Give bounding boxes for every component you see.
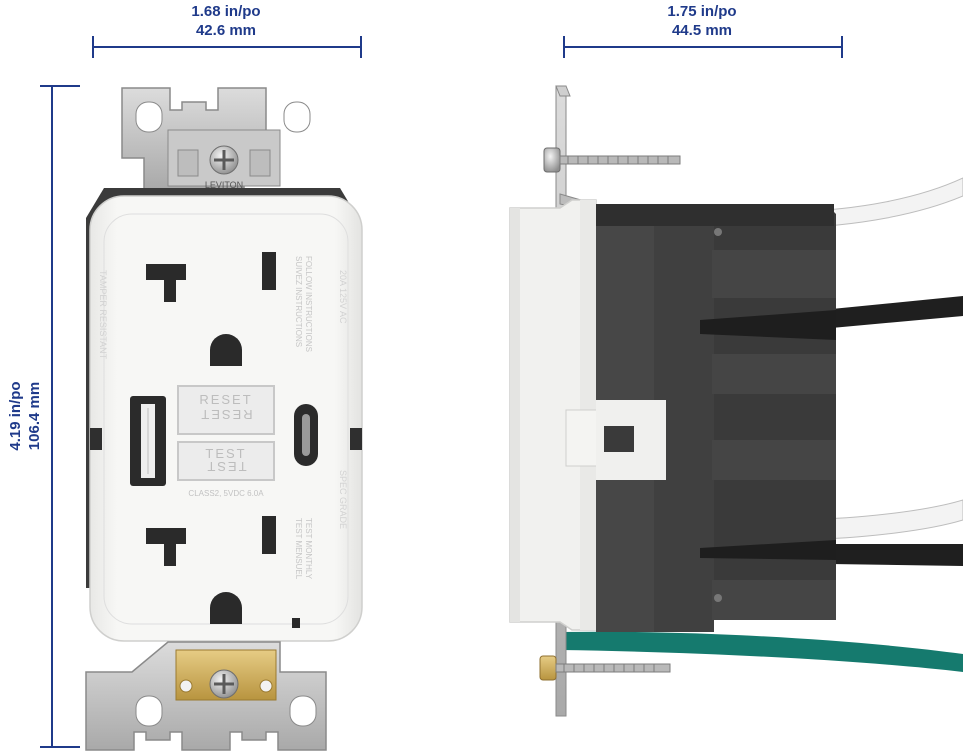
tamper-resistant-marking: TAMPER RESISTANT — [98, 270, 108, 360]
top-mounting-strap: LEVITON — [121, 87, 311, 191]
reset-label-inverted: RESET — [199, 407, 252, 422]
reset-button[interactable] — [177, 385, 275, 435]
side-depth-metric: 44.5 mm — [671, 22, 733, 39]
suivez-instructions-marking: SUIVEZ INSTRUCTIONS — [294, 256, 303, 347]
front-width-tick-right — [360, 36, 362, 58]
reset-button-group: RESET RESET — [177, 385, 275, 435]
front-view: LEVITON — [85, 87, 363, 751]
usb-rating-marking: CLASS2, 5VDC 6.0A — [188, 489, 264, 498]
upper-outlet — [146, 252, 276, 366]
side-view — [509, 85, 963, 717]
side-housing — [596, 204, 836, 632]
brand-marking: LEVITON — [205, 180, 243, 190]
front-width-label: 1.68 in/po 42.6 mm — [176, 2, 276, 40]
test-button[interactable] — [177, 441, 275, 481]
reset-label: RESET — [199, 392, 252, 407]
bottom-mounting-strap — [85, 641, 327, 751]
test-button-group: TEST TEST — [177, 441, 275, 481]
side-top-screw — [543, 147, 681, 173]
side-depth-label: 1.75 in/po 44.5 mm — [652, 2, 752, 40]
side-depth-imperial: 1.75 in/po — [667, 3, 737, 20]
receptacle-face: RESET RESET TEST TEST CLASS2, 5VDC 6.0A — [89, 195, 363, 642]
front-width-tick-left — [92, 36, 94, 58]
status-indicator — [292, 618, 300, 628]
grade-marking: SPEC GRADE — [338, 470, 348, 529]
front-width-imperial: 1.68 in/po — [191, 3, 261, 20]
test-label-inverted: TEST — [205, 459, 246, 474]
side-depth-tick-right — [841, 36, 843, 58]
usb-a-port — [130, 396, 166, 486]
side-depth-line — [564, 46, 843, 48]
height-tick-bottom — [40, 746, 80, 748]
usb-c-port — [294, 404, 318, 466]
height-tick-top — [40, 85, 80, 87]
lower-outlet — [146, 516, 276, 624]
voltage-rating-marking: 20A 125V AC — [338, 270, 348, 324]
follow-instructions-marking: FOLLOW INSTRUCTIONS — [304, 256, 313, 352]
height-line — [51, 85, 53, 748]
test-mensuel-marking: TEST MENSUEL — [294, 518, 303, 580]
test-label: TEST — [205, 446, 246, 461]
side-bottom-screw — [539, 655, 671, 681]
front-width-metric: 42.6 mm — [195, 22, 257, 39]
front-width-line — [92, 46, 362, 48]
test-monthly-marking: TEST MONTHLY — [304, 518, 313, 580]
side-depth-tick-left — [563, 36, 565, 58]
